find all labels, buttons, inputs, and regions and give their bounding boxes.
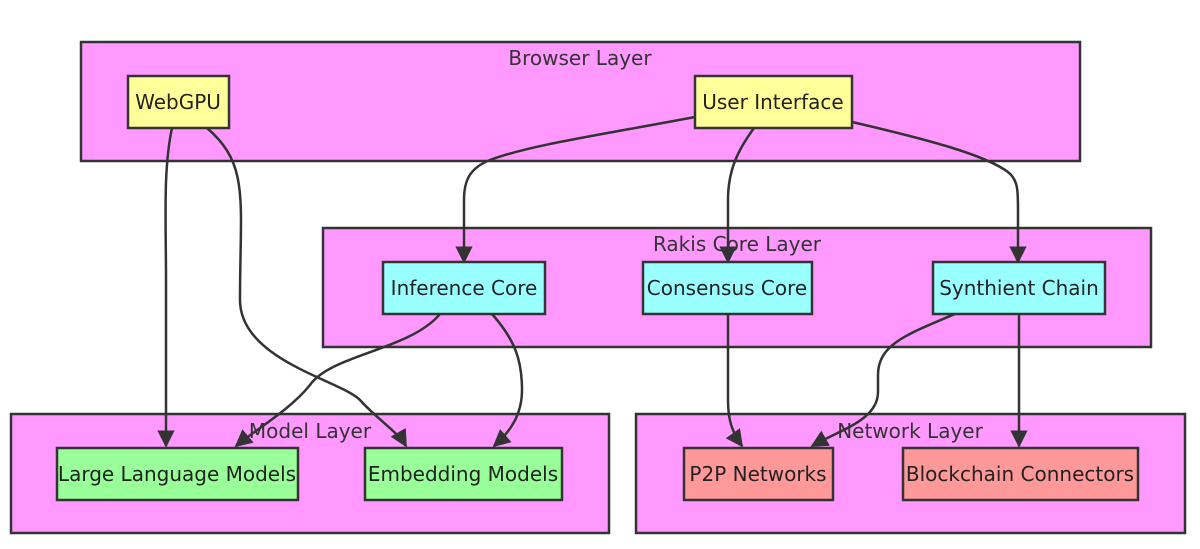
edge-synthient-p2p <box>810 312 956 448</box>
edge-inference-llm <box>234 313 441 448</box>
node-synthient-chain-label: Synthient Chain <box>939 276 1099 300</box>
node-inference-core-label: Inference Core <box>391 276 538 300</box>
node-inference-core-box <box>381 260 547 316</box>
node-webgpu-label: WebGPU <box>135 90 221 114</box>
node-blockchain-label: Blockchain Connectors <box>906 462 1134 486</box>
edge-ui-consensus <box>719 127 756 264</box>
model-layer-title: Model Layer <box>249 419 372 443</box>
edge-ui-synthient <box>851 120 1027 264</box>
node-p2p[interactable]: P2P Networks <box>682 446 835 502</box>
node-user-interface-label: User Interface <box>702 90 843 114</box>
node-consensus-core[interactable]: Consensus Core <box>641 260 814 316</box>
node-p2p-box <box>682 446 835 502</box>
node-p2p-label: P2P Networks <box>689 462 826 486</box>
edge-consensus-p2p <box>725 314 744 448</box>
node-webgpu[interactable]: WebGPU <box>126 74 231 130</box>
node-consensus-core-label: Consensus Core <box>647 276 807 300</box>
node-embedding[interactable]: Embedding Models <box>363 446 564 502</box>
edge-ui-inference <box>455 115 696 264</box>
browser-layer: Browser Layer <box>79 40 1082 163</box>
edge-webgpu-llm <box>157 127 175 448</box>
node-user-interface[interactable]: User Interface <box>693 74 854 130</box>
node-webgpu-box <box>126 74 231 130</box>
edge-webgpu-embedding <box>206 127 408 448</box>
node-blockchain-box <box>901 446 1140 502</box>
network-layer-title: Network Layer <box>837 419 983 443</box>
edges <box>157 115 1028 448</box>
node-synthient-chain[interactable]: Synthient Chain <box>931 260 1107 316</box>
core-layer-title: Rakis Core Layer <box>653 232 822 256</box>
browser-layer-title: Browser Layer <box>508 46 652 70</box>
node-llm-label: Large Language Models <box>58 462 296 486</box>
node-blockchain[interactable]: Blockchain Connectors <box>901 446 1140 502</box>
node-llm[interactable]: Large Language Models <box>55 446 300 502</box>
node-embedding-label: Embedding Models <box>368 462 558 486</box>
edge-inference-embedding <box>491 313 524 448</box>
node-consensus-core-box <box>641 260 814 316</box>
node-user-interface-box <box>693 74 854 130</box>
node-llm-box <box>55 446 300 502</box>
node-embedding-box <box>363 446 564 502</box>
node-inference-core[interactable]: Inference Core <box>381 260 547 316</box>
node-synthient-chain-box <box>931 260 1107 316</box>
